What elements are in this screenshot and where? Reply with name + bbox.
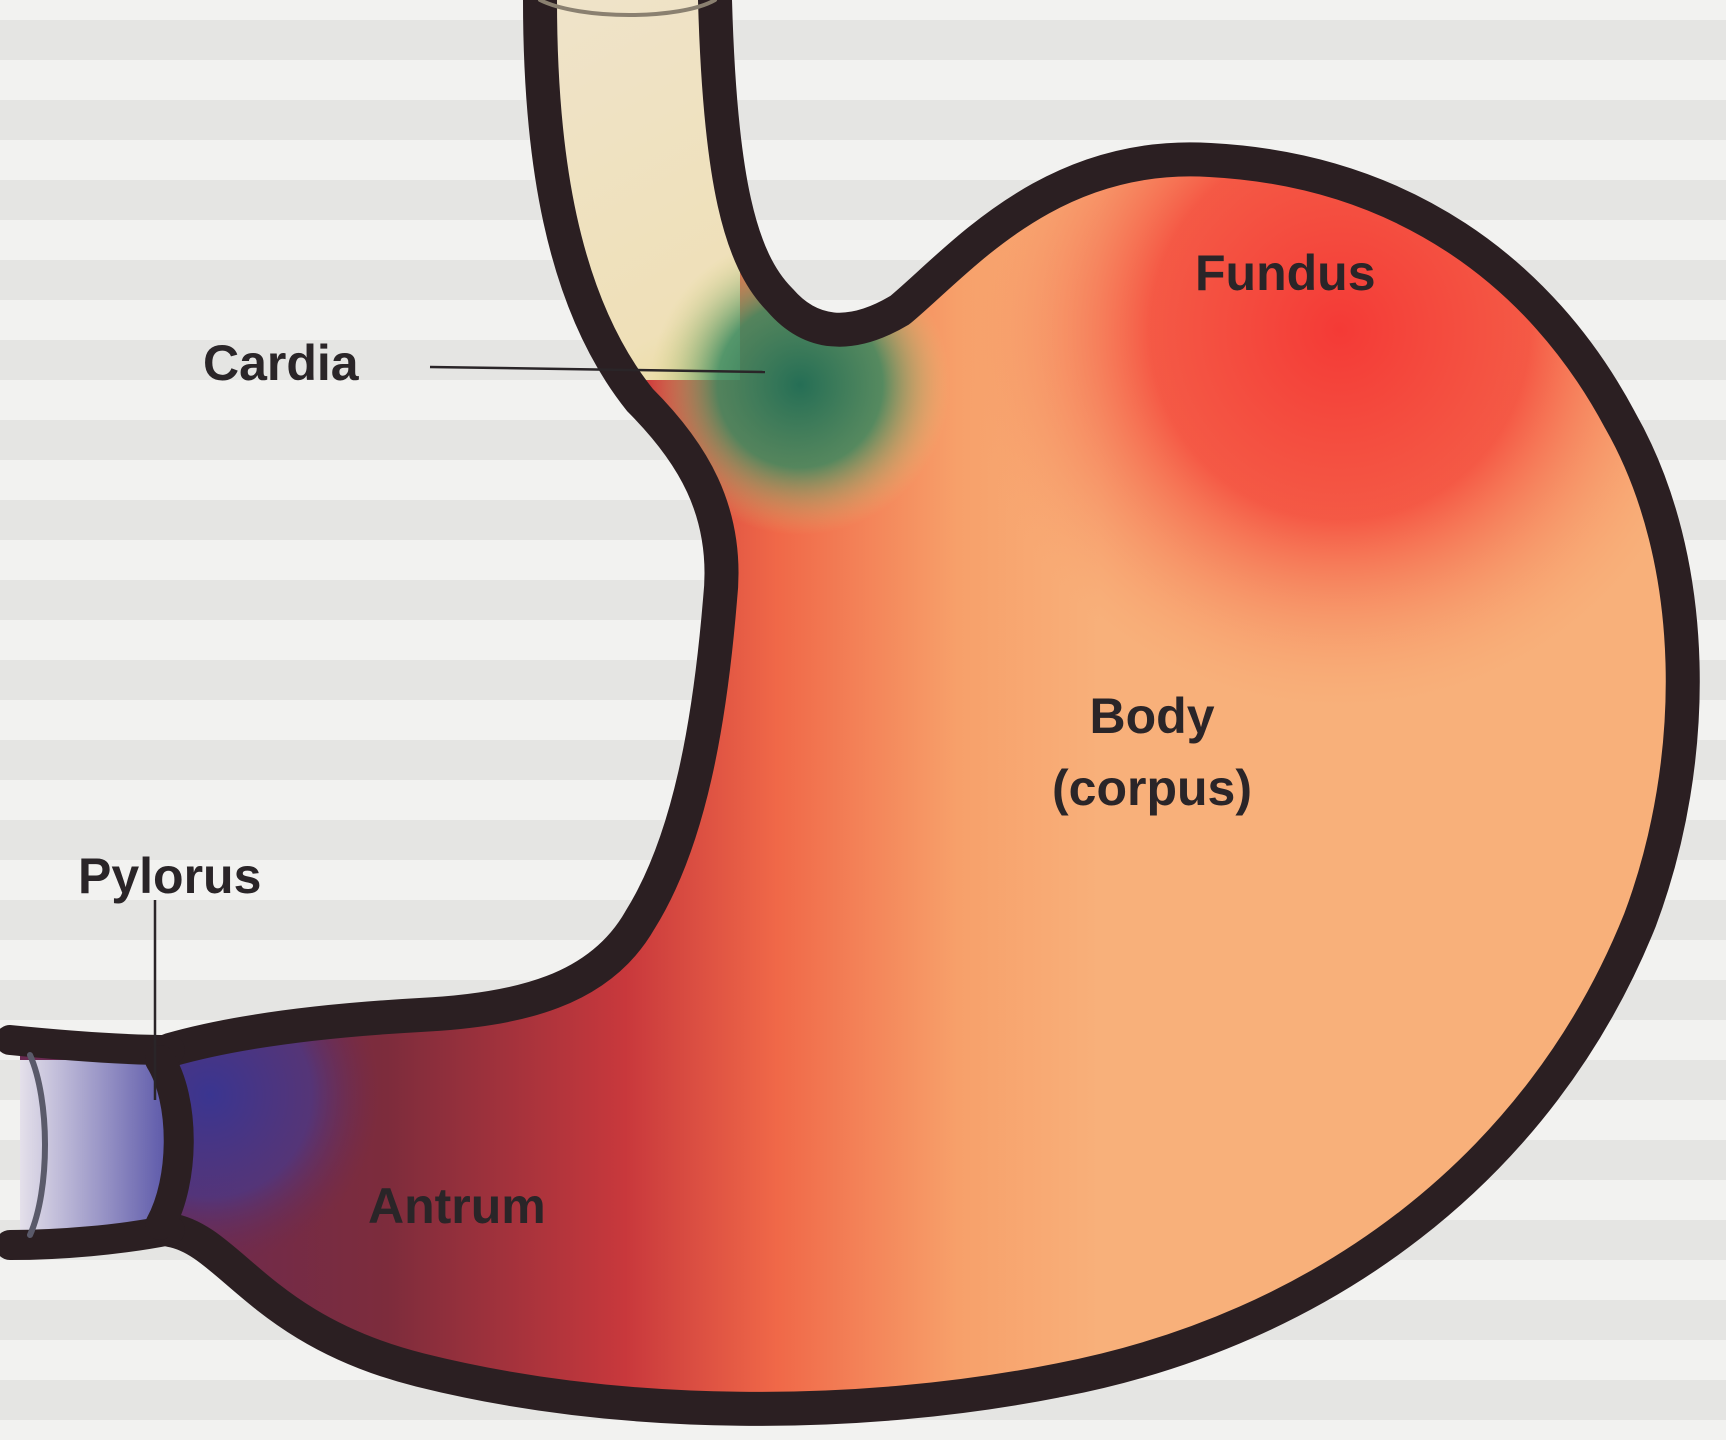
- cardia-label: Cardia: [203, 335, 360, 391]
- pylorus-label: Pylorus: [78, 848, 261, 904]
- antrum-label: Antrum: [368, 1178, 546, 1234]
- body-label-line1: Body: [1090, 688, 1215, 744]
- body-label-line2: (corpus): [1052, 760, 1252, 816]
- fundus-label: Fundus: [1195, 245, 1376, 301]
